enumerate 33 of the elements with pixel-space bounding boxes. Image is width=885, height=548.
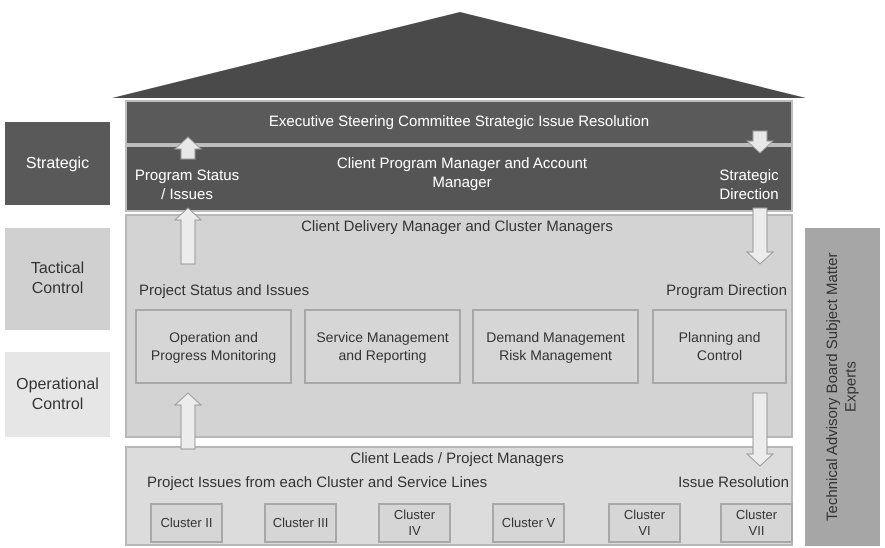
block-arrow	[746, 208, 774, 265]
advisory-board-bar: Technical Advisory Board Subject Matter Experts	[805, 228, 880, 546]
function-box: Service Management and Reporting	[304, 309, 461, 384]
level-label: Strategic	[5, 122, 110, 205]
cluster-box: Cluster III	[264, 503, 337, 543]
function-box: Operation and Progress Monitoring	[135, 309, 292, 384]
committee-band: Executive Steering Committee Strategic Issue Resolution	[125, 100, 793, 145]
block-arrow	[174, 207, 202, 264]
management-band	[125, 145, 793, 212]
section-label: Program Direction	[665, 282, 787, 301]
cluster-box: Cluster II	[150, 503, 223, 543]
cluster-box: Cluster V	[492, 503, 565, 543]
arrow-label: Program Status / Issues	[134, 167, 240, 204]
cluster-box: Cluster VI	[608, 503, 681, 543]
arrow-label: Strategic Direction	[718, 167, 780, 204]
block-arrow	[746, 130, 774, 154]
band-heading: Client Program Manager and Account Manager	[336, 155, 588, 192]
function-box: Demand Management Risk Management	[472, 309, 639, 384]
level-label: Operational Control	[5, 352, 110, 437]
band-heading: Client Delivery Manager and Cluster Managers	[300, 218, 614, 237]
cluster-box: Cluster VII	[720, 503, 793, 543]
cluster-box: Cluster IV	[378, 503, 451, 543]
level-label: Tactical Control	[5, 228, 110, 330]
block-arrow	[746, 392, 774, 467]
section-label: Issue Resolution	[677, 474, 789, 493]
operational-band	[125, 446, 793, 546]
section-label: Project Status and Issues	[139, 282, 310, 301]
section-label: Project Issues from each Cluster and Service Lines	[147, 474, 488, 493]
function-box: Planning and Control	[652, 309, 787, 384]
block-arrow	[174, 392, 202, 450]
tactical-band	[125, 214, 793, 438]
band-heading: Client Leads / Project Managers	[349, 450, 565, 469]
block-arrow	[174, 136, 202, 160]
